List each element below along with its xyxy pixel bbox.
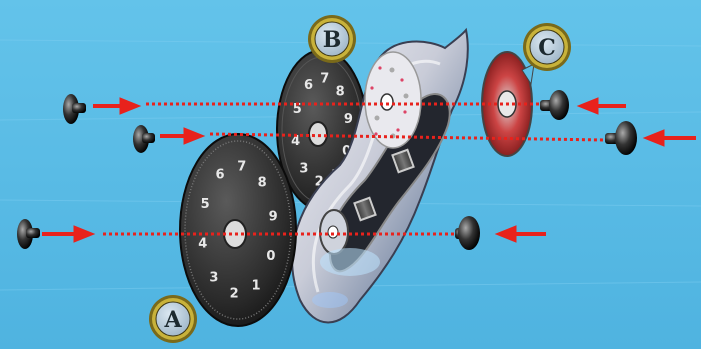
dial-number: 8 [258,175,267,190]
dial-number: 2 [230,287,239,302]
dial-number: 7 [320,71,329,86]
badge-a: A [149,295,197,343]
dial-number: 9 [344,112,353,127]
dial-number: 6 [304,78,313,93]
badge-c-label: C [538,35,556,61]
dial-number: 6 [215,168,224,183]
dial-number: 4 [198,236,207,251]
dial-number: 3 [299,162,308,177]
dial-number: 8 [336,84,345,99]
badge-b-label: B [323,27,342,53]
dial-number: 3 [209,271,218,286]
dial-number: 7 [237,159,246,174]
badge-a-label: A [163,307,182,333]
badge-b: B [308,15,356,63]
dial-number: 5 [201,197,210,212]
dial-number: 1 [251,278,260,293]
dial-number: 0 [266,249,275,264]
dial-number: 9 [269,210,278,225]
badge-c: C [523,23,571,71]
